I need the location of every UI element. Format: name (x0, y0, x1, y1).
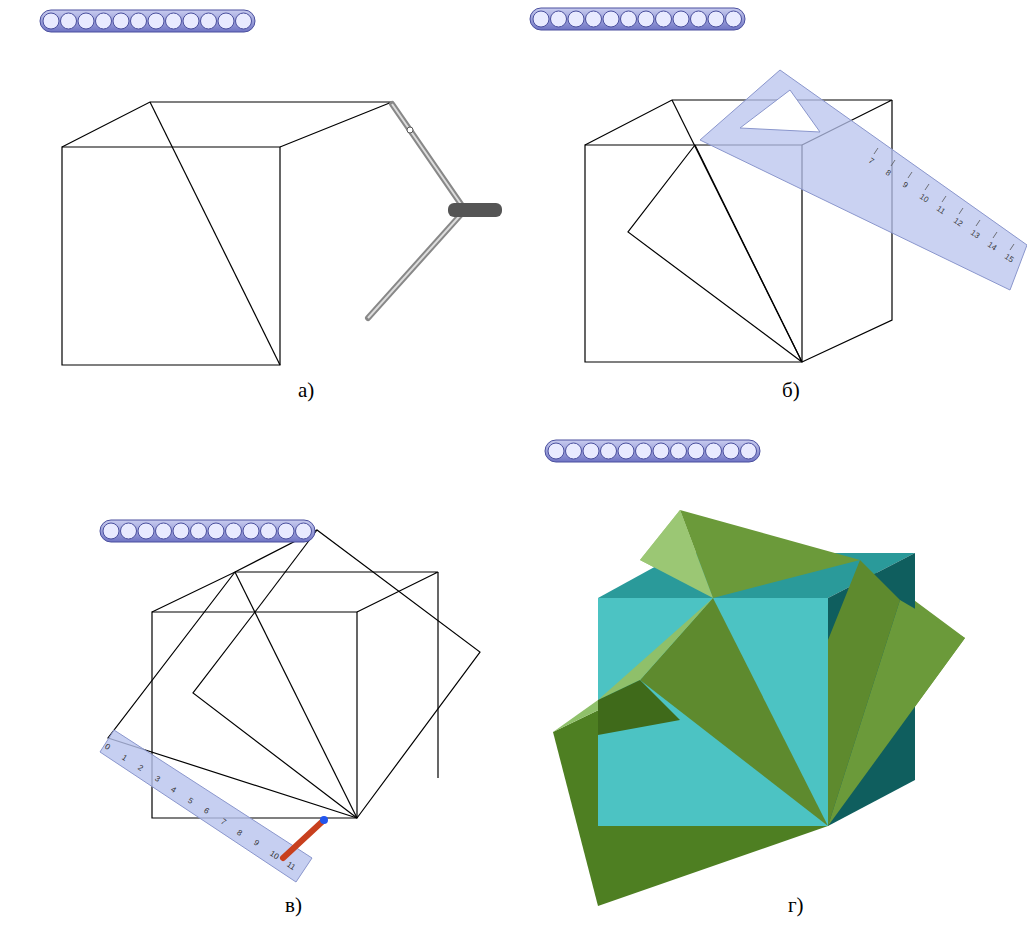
green-face (598, 680, 680, 735)
panel-label: г) (788, 893, 804, 918)
compass-tool (368, 104, 502, 318)
toolbar (545, 440, 760, 462)
pencil-tool (283, 816, 328, 858)
set-square-tool (700, 70, 1027, 290)
panel-label: б) (782, 378, 800, 403)
cube-face (598, 598, 828, 826)
green-face (598, 598, 713, 700)
player-toolbar (40, 8, 760, 542)
compound-figure (553, 510, 965, 906)
toolbar (530, 8, 745, 30)
toolbar (100, 520, 315, 542)
green-face (640, 510, 713, 598)
toolbar (40, 10, 255, 32)
ruler-tool (100, 730, 312, 882)
panel-label: а) (298, 378, 314, 403)
cube-drawing (62, 102, 392, 365)
panel-label: в) (285, 893, 302, 918)
green-face (828, 600, 965, 826)
